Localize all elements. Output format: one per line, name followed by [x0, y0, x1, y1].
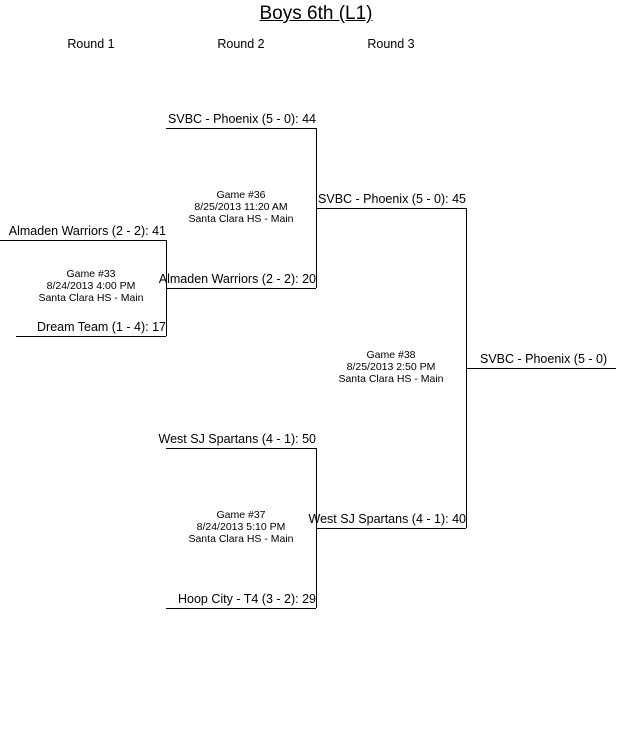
game-37-info: Game #37 8/24/2013 5:10 PM Santa Clara H… [166, 509, 316, 545]
game-location: Santa Clara HS - Main [338, 373, 444, 385]
round-1-header: Round 1 [67, 37, 115, 51]
team-slot-svbc-r2: SVBC - Phoenix (5 - 0): 44 [168, 112, 316, 126]
team-slot-almaden-r1: Almaden Warriors (2 - 2): 41 [8, 224, 166, 238]
game-number: Game #38 [366, 349, 416, 361]
bracket-line [316, 208, 466, 209]
game-location: Santa Clara HS - Main [188, 533, 294, 545]
game-location: Santa Clara HS - Main [38, 292, 144, 304]
team-slot-almaden-r2: Almaden Warriors (2 - 2): 20 [158, 272, 316, 286]
game-number: Game #33 [66, 268, 116, 280]
bracket-line [316, 528, 466, 529]
game-33-info: Game #33 8/24/2013 4:00 PM Santa Clara H… [16, 268, 166, 304]
bracket-line [166, 448, 316, 449]
game-number: Game #36 [216, 189, 266, 201]
team-slot-dream-team: Dream Team (1 - 4): 17 [37, 320, 166, 334]
game-datetime: 8/25/2013 2:50 PM [346, 361, 436, 373]
game-datetime: 8/24/2013 4:00 PM [46, 280, 136, 292]
round-2-header: Round 2 [217, 37, 265, 51]
team-slot-west-sj-r2: West SJ Spartans (4 - 1): 50 [158, 432, 316, 446]
bracket-line [16, 336, 166, 337]
champion-slot: SVBC - Phoenix (5 - 0) [480, 352, 608, 366]
bracket-line [0, 240, 166, 241]
bracket-line [466, 368, 616, 369]
team-slot-hoop-city: Hoop City - T4 (3 - 2): 29 [177, 592, 316, 606]
bracket-title: Boys 6th (L1) [259, 3, 373, 24]
game-location: Santa Clara HS - Main [188, 213, 294, 225]
game-36-info: Game #36 8/25/2013 11:20 AM Santa Clara … [166, 189, 316, 225]
game-datetime: 8/25/2013 11:20 AM [194, 201, 288, 213]
game-38-info: Game #38 8/25/2013 2:50 PM Santa Clara H… [316, 349, 466, 385]
round-3-header: Round 3 [367, 37, 415, 51]
team-slot-west-sj-r3: West SJ Spartans (4 - 1): 40 [308, 512, 466, 526]
bracket-line [166, 288, 316, 289]
bracket-line [166, 128, 316, 129]
game-datetime: 8/24/2013 5:10 PM [196, 521, 286, 533]
game-number: Game #37 [216, 509, 266, 521]
bracket-line [166, 608, 316, 609]
team-slot-svbc-r3: SVBC - Phoenix (5 - 0): 45 [318, 192, 466, 206]
